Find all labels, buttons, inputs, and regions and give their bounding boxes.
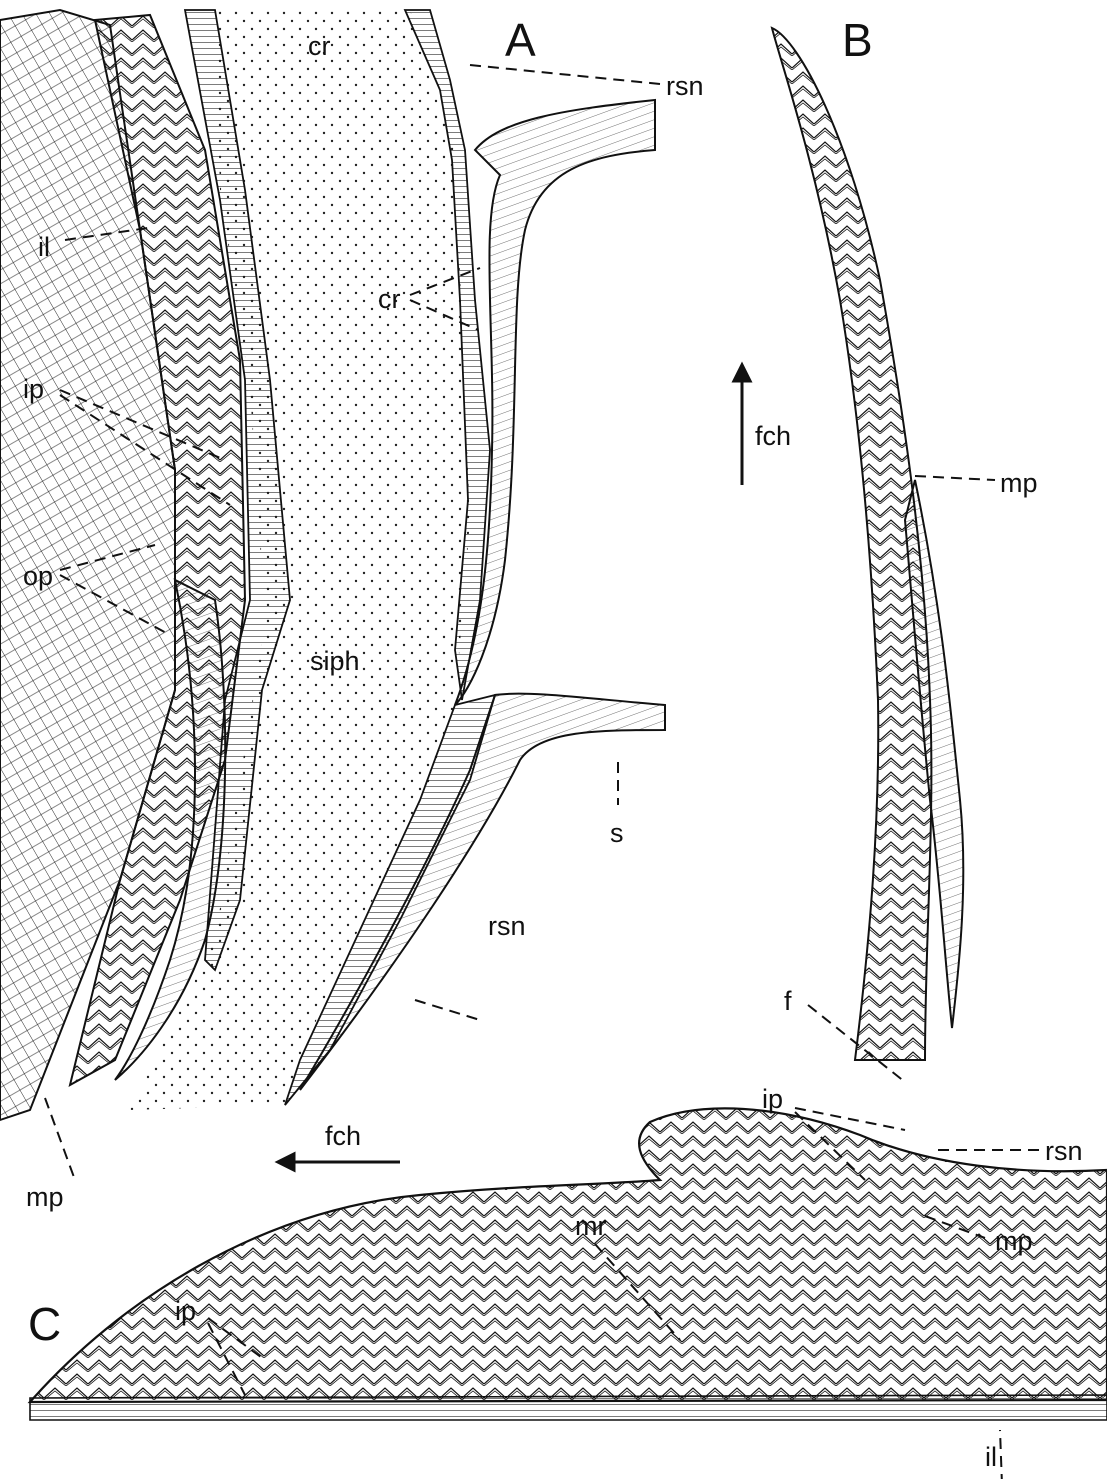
panel-c-shell xyxy=(30,1108,1107,1402)
label-rsn-top: rsn xyxy=(666,71,704,101)
label-mp-b-bottom: mp xyxy=(995,1226,1033,1256)
label-ip-b: ip xyxy=(762,1084,783,1114)
label-mr: mr xyxy=(575,1211,606,1241)
label-cr-mid: cr xyxy=(378,284,401,314)
panel-label-c: C xyxy=(28,1298,61,1350)
label-fch-a: fch xyxy=(325,1121,361,1151)
label-op-a: op xyxy=(23,561,53,591)
panel-a-drawing xyxy=(0,10,665,1120)
label-rsn-b: rsn xyxy=(1045,1136,1083,1166)
label-il-c: il xyxy=(985,1442,997,1472)
label-ip-a: ip xyxy=(23,374,44,404)
label-mp-b-top: mp xyxy=(1000,468,1038,498)
label-f-b: f xyxy=(784,986,792,1016)
label-siph: siph xyxy=(310,646,360,676)
label-mp-a: mp xyxy=(26,1182,64,1212)
panel-c-drawing xyxy=(30,1108,1107,1420)
label-cr-top: cr xyxy=(308,31,331,61)
panel-b-drawing xyxy=(772,28,963,1060)
label-il-a: il xyxy=(38,232,50,262)
panel-label-b: B xyxy=(842,14,873,66)
label-s: s xyxy=(610,818,624,848)
label-ip-c: ip xyxy=(175,1296,196,1326)
panel-label-a: A xyxy=(505,14,536,66)
label-rsn-a: rsn xyxy=(488,911,526,941)
panel-c-inner-layer xyxy=(30,1395,1107,1420)
label-fch-b: fch xyxy=(755,421,791,451)
